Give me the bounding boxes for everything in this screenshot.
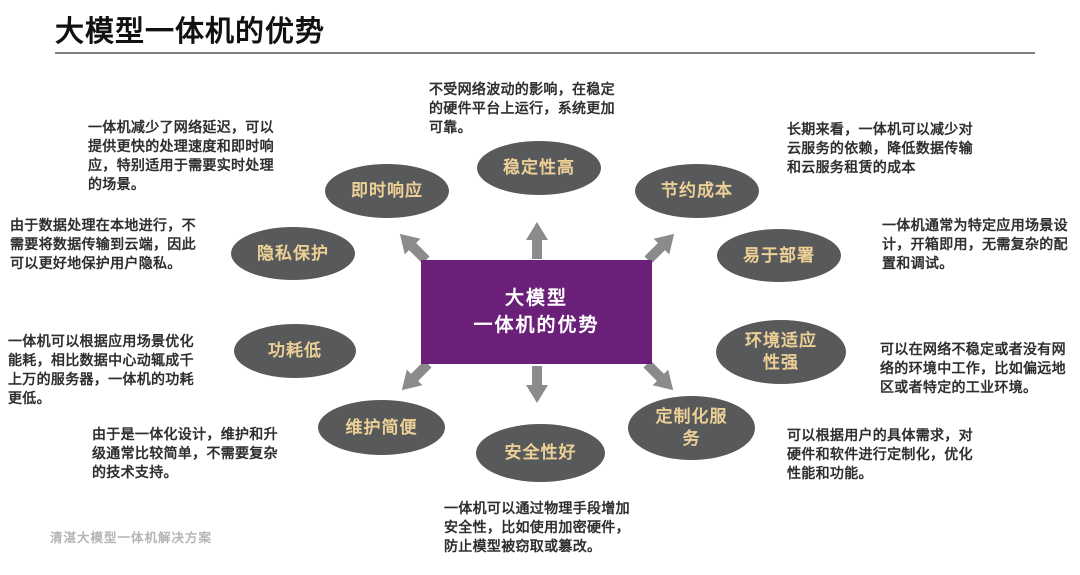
node-label: 功耗低 (268, 341, 322, 360)
annotation-left-mid: 由于数据处理在本地进行，不需要将数据传输到云端，因此可以更好地保护用户隐私。 (10, 217, 196, 271)
annotation-top-center: 不受网络波动的影响，在稳定的硬件平台上运行，系统更加可靠。 (429, 81, 615, 135)
center-line2: 一体机的优势 (473, 315, 600, 336)
node-low-power: 功耗低 (234, 324, 356, 378)
node-label: 定制化服务 (655, 407, 728, 448)
node-stability: 稳定性高 (477, 141, 601, 195)
annotation-top-left: 一体机减少了网络延迟，可以提供更快的处理速度和即时响应，特别适用于需要实时处理的… (88, 119, 274, 192)
annotation-bottom-left: 由于是一体化设计，维护和升级通常比较简单，不需要复杂的技术支持。 (92, 426, 278, 480)
arrow-up-icon (526, 222, 548, 259)
annotation-bottom-right: 可以根据用户的具体需求，对硬件和软件进行定制化，优化性能和功能。 (787, 427, 973, 481)
node-easy-maintain: 维护简便 (318, 400, 445, 455)
annotation-top-right: 长期来看，一体机可以减少对云服务的依赖，降低数据传输和云服务租赁的成本 (787, 121, 973, 175)
footer-watermark: 清湛大模型一体机解决方案 (50, 531, 213, 545)
node-privacy: 隐私保护 (231, 227, 355, 280)
center-line1: 大模型 (504, 288, 568, 309)
annotation-left-lower: 一体机可以根据应用场景优化能耗，相比数据中心动辄成千上万的服务器，一体机的功耗更… (8, 333, 194, 406)
annotation-bottom-center: 一体机可以通过物理手段增加安全性，比如使用加密硬件，防止模型被窃取或篡改。 (444, 500, 630, 554)
node-easy-deploy: 易于部署 (717, 229, 841, 282)
arrow-down-icon (526, 366, 548, 403)
page-title: 大模型一体机的优势 (55, 16, 326, 48)
node-cost-saving: 节约成本 (635, 164, 759, 218)
annotation-right-upper: 一体机通常为特定应用场景设计，开箱即用，无需复杂的配置和调试。 (882, 217, 1068, 271)
node-env-adapt: 环境适应性强 (716, 320, 846, 384)
node-custom-service: 定制化服务 (628, 396, 755, 460)
center-box: 大模型 一体机的优势 (421, 260, 652, 364)
node-label: 稳定性高 (503, 158, 575, 177)
node-label: 易于部署 (743, 245, 815, 265)
node-label: 隐私保护 (257, 243, 329, 263)
node-label: 安全性好 (504, 443, 577, 462)
node-label: 节约成本 (661, 181, 733, 200)
annotation-right-lower: 可以在网络不稳定或者没有网络的环境中工作，比如偏远地区或者特定的工业环境。 (880, 341, 1066, 395)
node-label: 维护简便 (345, 417, 418, 437)
node-security: 安全性好 (476, 424, 605, 482)
node-label: 环境适应性强 (745, 331, 817, 372)
node-instant-response: 即时响应 (325, 164, 449, 218)
node-label: 即时响应 (351, 181, 423, 200)
title-divider (55, 52, 1035, 54)
